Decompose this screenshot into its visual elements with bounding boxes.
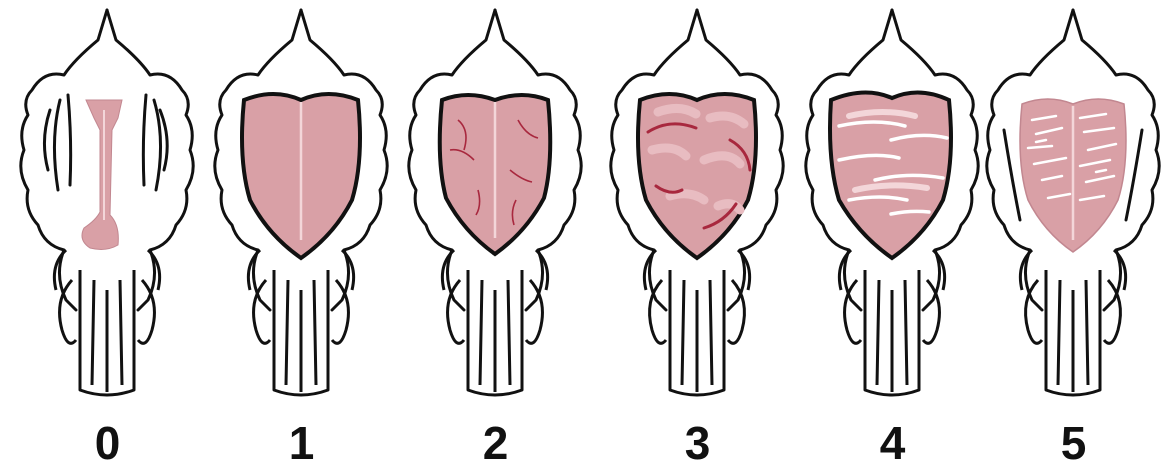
legs: [54, 250, 159, 395]
bird-illustration-5: [976, 0, 1171, 420]
bird-illustration-0: [10, 0, 205, 420]
stage-label-3: 3: [600, 418, 795, 468]
breast-patch: [82, 100, 122, 249]
bird-illustration-4: [795, 0, 990, 420]
stage-3-panel: 3: [600, 0, 795, 470]
bird-illustration-1: [204, 0, 399, 420]
stage-label-0: 0: [10, 418, 205, 468]
legs: [644, 250, 749, 395]
legs: [442, 250, 547, 395]
breast-patch: [440, 95, 551, 254]
stage-0-panel: 0: [10, 0, 205, 470]
breast-patch: [242, 94, 360, 258]
stage-4-panel: 4: [795, 0, 990, 470]
breast-patch: [830, 92, 951, 258]
bird-illustration-3: [600, 0, 795, 420]
legs: [248, 250, 353, 395]
stage-label-1: 1: [204, 418, 399, 468]
legs: [1020, 250, 1125, 395]
stage-label-4: 4: [795, 418, 990, 468]
stage-label-2: 2: [398, 418, 593, 468]
breast-patch: [638, 94, 756, 258]
legs: [839, 250, 944, 395]
stage-2-panel: 2: [398, 0, 593, 470]
breast-patch: [1020, 99, 1126, 252]
stage-5-panel: 5: [976, 0, 1171, 470]
stage-1-panel: 1: [204, 0, 399, 470]
bird-illustration-2: [398, 0, 593, 420]
stage-label-5: 5: [976, 418, 1171, 468]
